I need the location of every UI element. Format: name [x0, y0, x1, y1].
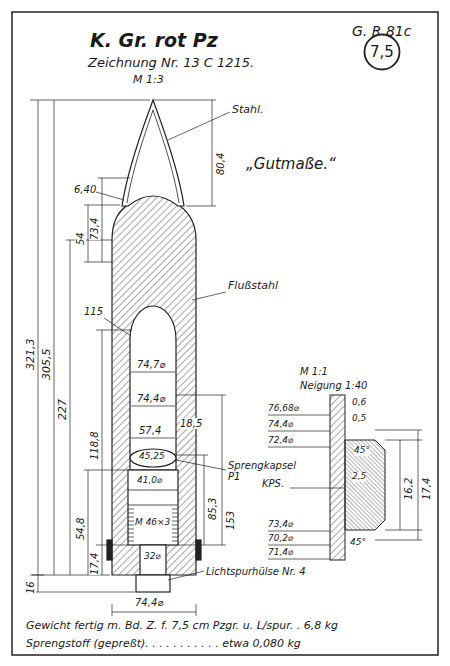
dimension: 74,7⌀ — [137, 359, 165, 370]
scale-note: Neigung 1:40 — [300, 380, 367, 391]
drawing-stroke — [122, 100, 184, 206]
sheet-frame — [12, 12, 438, 655]
dimension: 0,6 — [352, 398, 366, 408]
drawing-stroke — [130, 306, 176, 470]
thread-line — [172, 537, 178, 538]
dimension: 18,5 — [180, 418, 202, 429]
dimension: 118,8 — [89, 431, 100, 460]
thread-line — [172, 521, 178, 522]
material-label: Stahl. — [232, 104, 264, 116]
badge-text: 7,5 — [370, 43, 394, 61]
dimension: 76,68⌀ — [268, 404, 299, 414]
thread-line — [128, 533, 134, 534]
dimension: 74,4⌀ — [137, 393, 165, 404]
thread-line — [128, 541, 134, 542]
thread-line — [172, 513, 178, 514]
dimension: 72,4⌀ — [268, 436, 293, 446]
dimension: 45,25 — [139, 452, 165, 462]
dimension: 321,3 — [25, 339, 37, 371]
drawing-stroke — [330, 395, 345, 560]
thread-line — [128, 513, 134, 514]
dimension: 85,3 — [207, 498, 218, 520]
thread-line — [128, 529, 134, 530]
thread-line — [172, 533, 178, 534]
dimension: 32⌀ — [144, 552, 161, 562]
scale-note: M 1:3 — [133, 74, 164, 86]
drawing-stroke — [128, 505, 178, 506]
drawing-stroke — [136, 575, 170, 592]
thread-line — [172, 525, 178, 526]
drawing-stroke — [112, 193, 196, 575]
drawing-stroke — [127, 110, 179, 203]
weight-note: Sprengstoff (gepreßt). . . . . . . . . .… — [26, 638, 301, 650]
drawing-stroke — [196, 540, 201, 560]
dimension: 16 — [25, 581, 36, 594]
dimension: 74,4⌀ — [135, 597, 163, 608]
dimension: 70,2⌀ — [268, 534, 293, 544]
drawing-stroke — [131, 372, 175, 438]
note-label: „Gutmaße.“ — [246, 156, 336, 173]
thread-line — [128, 537, 134, 538]
drawing-stroke — [345, 440, 385, 530]
shell-body — [107, 100, 201, 592]
dimension: M 46×3 — [135, 518, 170, 528]
part-label: Lichtspurhülse Nr. 4 — [206, 566, 306, 577]
drawing-number: Zeichnung Nr. 13 C 1215. — [88, 56, 254, 70]
drawing-stroke — [128, 490, 178, 491]
dimension: 73,4 — [89, 218, 100, 240]
circle-badge: 7,5 — [363, 33, 401, 71]
dimension: 74,4⌀ — [268, 420, 293, 430]
dimension: 57,4 — [139, 425, 161, 436]
thread-line — [128, 521, 134, 522]
drawing-stroke — [375, 430, 422, 540]
drawing-stroke — [32, 100, 102, 592]
dimension: 17,4 — [89, 553, 100, 575]
dimension: 45° — [354, 446, 370, 456]
drawing-stroke — [130, 449, 176, 467]
drawing-stroke — [30, 100, 150, 592]
dimension: 6,40 — [74, 184, 96, 195]
dimension: 16,2 — [403, 478, 414, 500]
thread-line — [128, 517, 134, 518]
dimension: 45° — [350, 538, 366, 548]
dimension: 54,8 — [75, 518, 86, 540]
part-label: KPS. — [262, 478, 284, 489]
dimension: 305,5 — [41, 349, 53, 381]
scale-note: M 1:1 — [300, 366, 328, 377]
drawing-stroke — [153, 100, 226, 545]
drawing-stroke — [107, 540, 112, 560]
thread-line — [172, 541, 178, 542]
badge-circle — [365, 35, 400, 70]
thread-line — [172, 509, 178, 510]
weight-note: Gewicht fertig m. Bd. Z. f. 7,5 cm Pzgr.… — [26, 620, 338, 632]
thread-line — [128, 509, 134, 510]
dimension: 2,5 — [352, 472, 366, 482]
drawing-title: K. Gr. rot Pz — [90, 30, 218, 51]
drawing-stroke — [140, 545, 166, 575]
drawing-stroke — [96, 112, 230, 580]
dimension: 80,4 — [215, 153, 226, 175]
dimension: 227 — [57, 399, 69, 420]
dimension: 71,4⌀ — [268, 548, 293, 558]
thread-line — [172, 529, 178, 530]
dimension-lines — [30, 100, 230, 616]
dimension: 153 — [225, 511, 236, 530]
thread-line — [172, 517, 178, 518]
dimension: 41,0⌀ — [137, 476, 162, 486]
material-label: Flußstahl — [228, 280, 278, 292]
dimension: 17,4 — [421, 478, 432, 500]
dimension: 54 — [75, 232, 86, 245]
drawing-stroke — [128, 470, 178, 545]
thread-line — [128, 525, 134, 526]
dimension: 115 — [84, 306, 103, 317]
dimension: 73,4⌀ — [268, 520, 293, 530]
dimension: 0,5 — [352, 414, 366, 424]
